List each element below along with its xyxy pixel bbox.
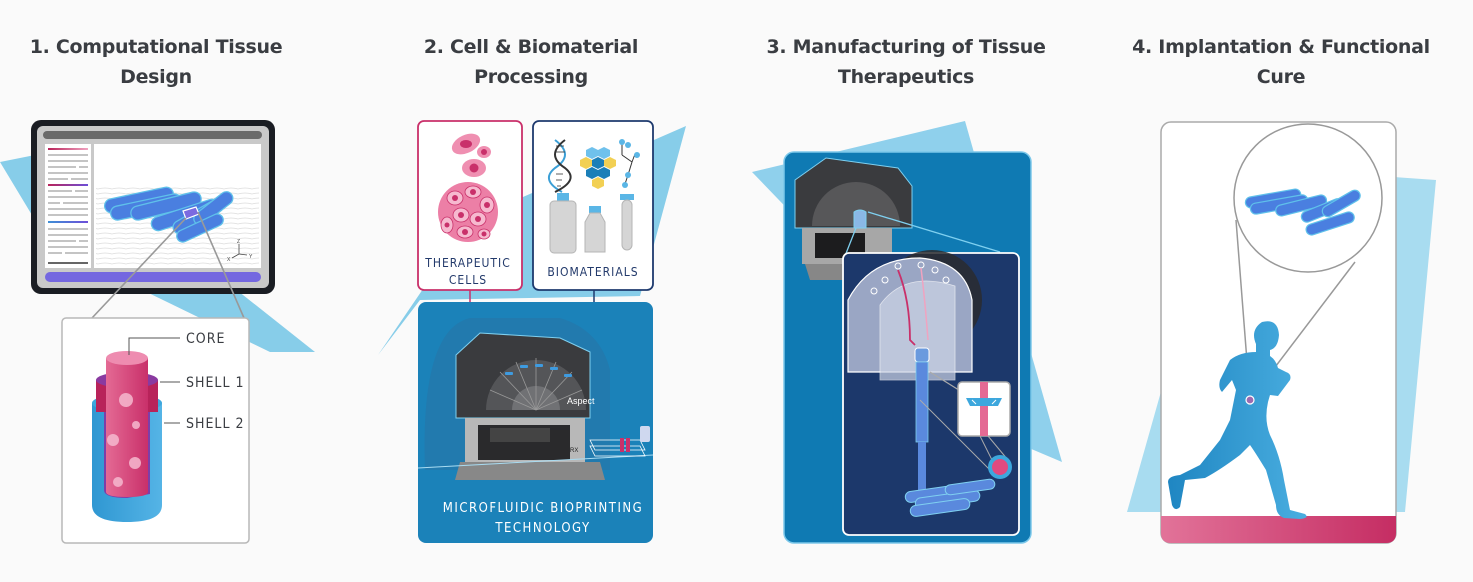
printer-model-label: RX: [570, 448, 578, 454]
therapeutic-cells-label-line2: CELLS: [449, 273, 487, 287]
step-4-title-line2: Cure: [1256, 66, 1306, 88]
fiber-cross-section-card: CORE SHELL 1 SHELL 2: [61, 317, 250, 544]
label-shell-2: SHELL 2: [186, 416, 244, 432]
runner-silhouette-icon: [1168, 321, 1307, 519]
step-1-title-line2: Design: [120, 66, 192, 88]
bioprinter-card: Aspect RX MICROFLUIDIC BIOPRINTING TECHN…: [417, 302, 654, 543]
tissue-structure-icon: [103, 186, 234, 243]
step-2-title: 2. Cell & Biomaterial Processing: [361, 32, 701, 92]
axis-gizmo-icon: [231, 244, 248, 259]
label-core: CORE: [186, 331, 225, 347]
implant-site-marker: [1245, 395, 1255, 405]
bottles-icon: [549, 193, 634, 254]
axis-z-label: Z: [237, 239, 240, 245]
implanted-tissue-icon: [1244, 188, 1361, 236]
technology-label-line1: MICROFLUIDIC BIOPRINTING: [443, 501, 643, 516]
step-3-title: 3. Manufacturing of Tissue Therapeutics: [736, 32, 1076, 92]
dna-icon: [547, 139, 572, 193]
molecule-icon: [619, 139, 640, 188]
axis-x-label: X: [227, 257, 231, 263]
printer-brand-label: Aspect: [567, 396, 595, 406]
tablet-bottom-bar: [45, 272, 261, 282]
step-4-title: 4. Implantation & Functional Cure: [1111, 32, 1451, 92]
step-1-title: 1. Computational Tissue Design: [0, 32, 326, 92]
step-3-title-line1: 3. Manufacturing of Tissue: [766, 36, 1046, 58]
therapeutic-cells-label-line1: THERAPEUTIC: [424, 256, 510, 270]
therapeutic-cells-card: THERAPEUTIC CELLS: [417, 120, 523, 291]
tablet-title-bar: [43, 131, 262, 139]
label-shell-1: SHELL 1: [186, 375, 244, 391]
biomaterials-card: BIOMATERIALS: [532, 120, 654, 291]
tablet-sidebar: [45, 144, 91, 268]
step-4-title-line1: 4. Implantation & Functional: [1132, 36, 1430, 58]
axis-y-label: Y: [249, 254, 253, 260]
technology-label-line2: TECHNOLOGY: [494, 521, 590, 536]
implantation-card: [1160, 121, 1397, 544]
fiber-cross-section-icon: [992, 459, 1008, 475]
hexagon-lattice-icon: [580, 147, 616, 189]
printed-tissue-icon: [904, 478, 996, 517]
step-3-title-line2: Therapeutics: [837, 66, 975, 88]
biomaterials-label: BIOMATERIALS: [547, 265, 638, 279]
step-2-title-line1: 2. Cell & Biomaterial: [423, 36, 639, 58]
manufacturing-card: [783, 151, 1032, 544]
step-2-title-line2: Processing: [474, 66, 588, 88]
floor-bar: [1161, 516, 1396, 543]
step-1-title-line1: 1. Computational Tissue: [29, 36, 283, 58]
cells-icon: [438, 133, 498, 242]
